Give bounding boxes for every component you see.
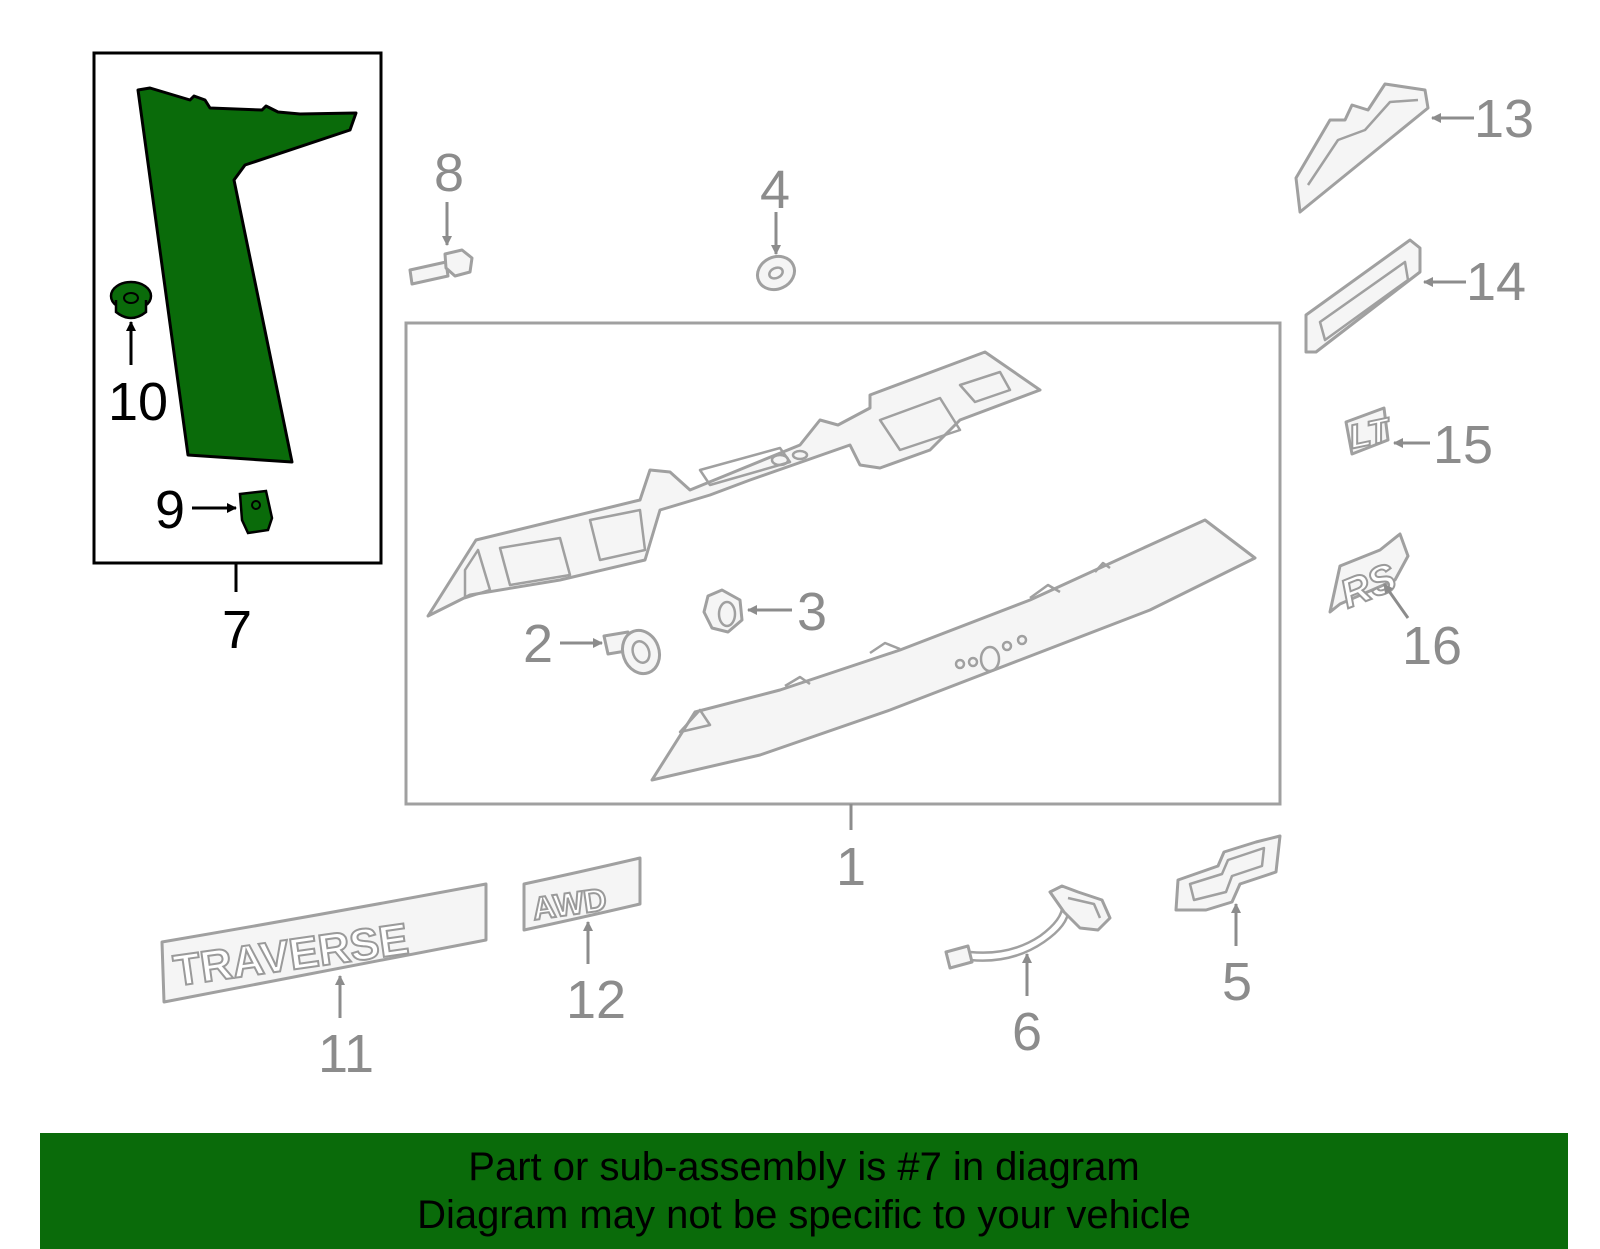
callout-4: 4 [760, 160, 790, 220]
bowtie-emblem-5[interactable] [1174, 834, 1282, 912]
banner-line-2: Diagram may not be specific to your vehi… [417, 1193, 1191, 1237]
wiring-harness-6[interactable] [944, 884, 1112, 970]
banner-line-1: Part or sub-assembly is #7 in diagram [468, 1145, 1140, 1189]
screw-2[interactable] [602, 625, 665, 679]
clip-9[interactable] [238, 489, 274, 535]
assembly-1-group: 2 3 [404, 321, 1282, 806]
callout-16: 16 [1402, 616, 1462, 676]
emblem-14[interactable] [1304, 238, 1422, 354]
lt-emblem-15[interactable]: LT [1344, 406, 1390, 458]
callout-11: 11 [318, 1024, 374, 1084]
callout-1: 1 [836, 837, 866, 897]
info-banner: Part or sub-assembly is #7 in diagram Di… [40, 1133, 1568, 1249]
awd-badge-12[interactable]: AWD [522, 856, 642, 932]
leader-16 [1382, 583, 1410, 619]
traverse-nameplate-11[interactable]: TRAVERSE [160, 882, 488, 1004]
nut-3[interactable] [702, 588, 744, 634]
callout-2: 2 [523, 614, 553, 674]
callout-12: 12 [566, 970, 626, 1030]
callout-7: 7 [222, 600, 252, 660]
callout-9: 9 [155, 480, 185, 540]
callout-14: 14 [1466, 252, 1526, 312]
emblem-13[interactable] [1294, 82, 1430, 214]
retainer-clip-10[interactable] [109, 280, 153, 320]
callout-3: 3 [797, 582, 827, 642]
callout-5: 5 [1222, 952, 1252, 1012]
pillar-trim-panel[interactable] [136, 86, 358, 464]
callout-15: 15 [1433, 415, 1493, 475]
callout-6: 6 [1012, 1002, 1042, 1062]
callout-8: 8 [434, 143, 464, 203]
callout-13: 13 [1474, 89, 1534, 149]
upper-garnish-bracket[interactable] [426, 350, 1042, 618]
washer-4[interactable] [752, 250, 800, 295]
callout-10: 10 [108, 372, 168, 432]
lt-emblem-text: LT [1350, 411, 1389, 457]
subassembly-7-group: 10 9 [92, 51, 383, 565]
rs-emblem-16[interactable]: RS [1328, 532, 1410, 618]
lower-garnish-panel[interactable] [650, 518, 1257, 782]
bolt-8[interactable] [408, 248, 474, 286]
